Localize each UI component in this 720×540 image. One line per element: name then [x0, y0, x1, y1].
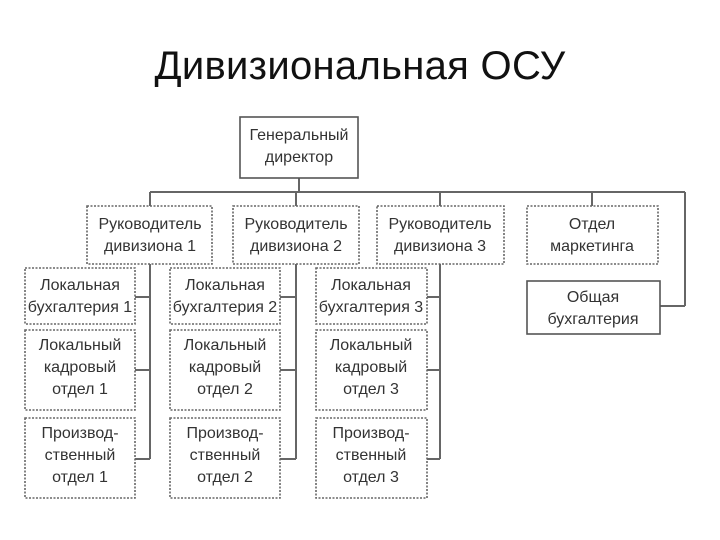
division-head-1: Руководитель дивизиона 1 — [86, 205, 213, 265]
local-accounting-2-line1: Локальная — [185, 277, 265, 294]
production-1-line1: Производ- — [41, 425, 118, 442]
local-hr-3-line3: отдел 3 — [343, 381, 399, 398]
division-head-2-line2: дивизиона 2 — [250, 238, 342, 255]
local-accounting-3-line2: бухгалтерия 3 — [319, 299, 424, 316]
connectors — [135, 178, 686, 460]
division-head-3-line1: Руководитель — [388, 216, 491, 233]
production-1-line2: ственный — [45, 447, 116, 464]
local-accounting-3: Локальная бухгалтерия 3 — [315, 267, 428, 325]
local-hr-3: Локальный кадровый отдел 3 — [315, 329, 428, 411]
local-hr-3-line1: Локальный — [330, 337, 413, 354]
local-hr-2-line3: отдел 2 — [197, 381, 253, 398]
marketing-line2: маркетинга — [550, 238, 634, 255]
production-3-line3: отдел 3 — [343, 469, 399, 486]
production-2-line2: ственный — [190, 447, 261, 464]
division-head-3-line2: дивизиона 3 — [394, 238, 486, 255]
local-hr-2-line2: кадровый — [189, 359, 261, 376]
ceo-box: Генеральный директор — [239, 116, 359, 179]
marketing-box: Отдел маркетинга — [526, 205, 659, 265]
marketing-line1: Отдел — [569, 216, 615, 233]
ceo-label-line2: директор — [265, 149, 333, 166]
division-head-1-line2: дивизиона 1 — [104, 238, 196, 255]
general-accounting-box: Общая бухгалтерия — [526, 280, 661, 335]
local-hr-1-line2: кадровый — [44, 359, 116, 376]
local-accounting-1: Локальная бухгалтерия 1 — [24, 267, 136, 325]
local-accounting-3-line1: Локальная — [331, 277, 411, 294]
local-accounting-1-line1: Локальная — [40, 277, 120, 294]
local-accounting-2: Локальная бухгалтерия 2 — [169, 267, 281, 325]
division-head-2-line1: Руководитель — [244, 216, 347, 233]
production-3: Производ- ственный отдел 3 — [315, 417, 428, 499]
production-1-line3: отдел 1 — [52, 469, 108, 486]
local-hr-1-line3: отдел 1 — [52, 381, 108, 398]
local-hr-1: Локальный кадровый отдел 1 — [24, 329, 136, 411]
production-3-line1: Производ- — [332, 425, 409, 442]
local-accounting-1-line2: бухгалтерия 1 — [28, 299, 133, 316]
division-head-3: Руководитель дивизиона 3 — [376, 205, 505, 265]
production-3-line2: ственный — [336, 447, 407, 464]
slide-title: Дивизиональная ОСУ — [154, 44, 566, 88]
local-accounting-2-line2: бухгалтерия 2 — [173, 299, 278, 316]
division-head-1-line1: Руководитель — [98, 216, 201, 233]
general-accounting-line2: бухгалтерия — [547, 311, 638, 328]
local-hr-2: Локальный кадровый отдел 2 — [169, 329, 281, 411]
ceo-label-line1: Генеральный — [250, 127, 349, 144]
local-hr-3-line2: кадровый — [335, 359, 407, 376]
production-2: Производ- ственный отдел 2 — [169, 417, 281, 499]
local-hr-2-line1: Локальный — [184, 337, 267, 354]
division-head-2: Руководитель дивизиона 2 — [232, 205, 360, 265]
production-2-line1: Производ- — [186, 425, 263, 442]
local-hr-1-line1: Локальный — [39, 337, 122, 354]
general-accounting-line1: Общая — [567, 289, 619, 306]
production-2-line3: отдел 2 — [197, 469, 253, 486]
production-1: Производ- ственный отдел 1 — [24, 417, 136, 499]
